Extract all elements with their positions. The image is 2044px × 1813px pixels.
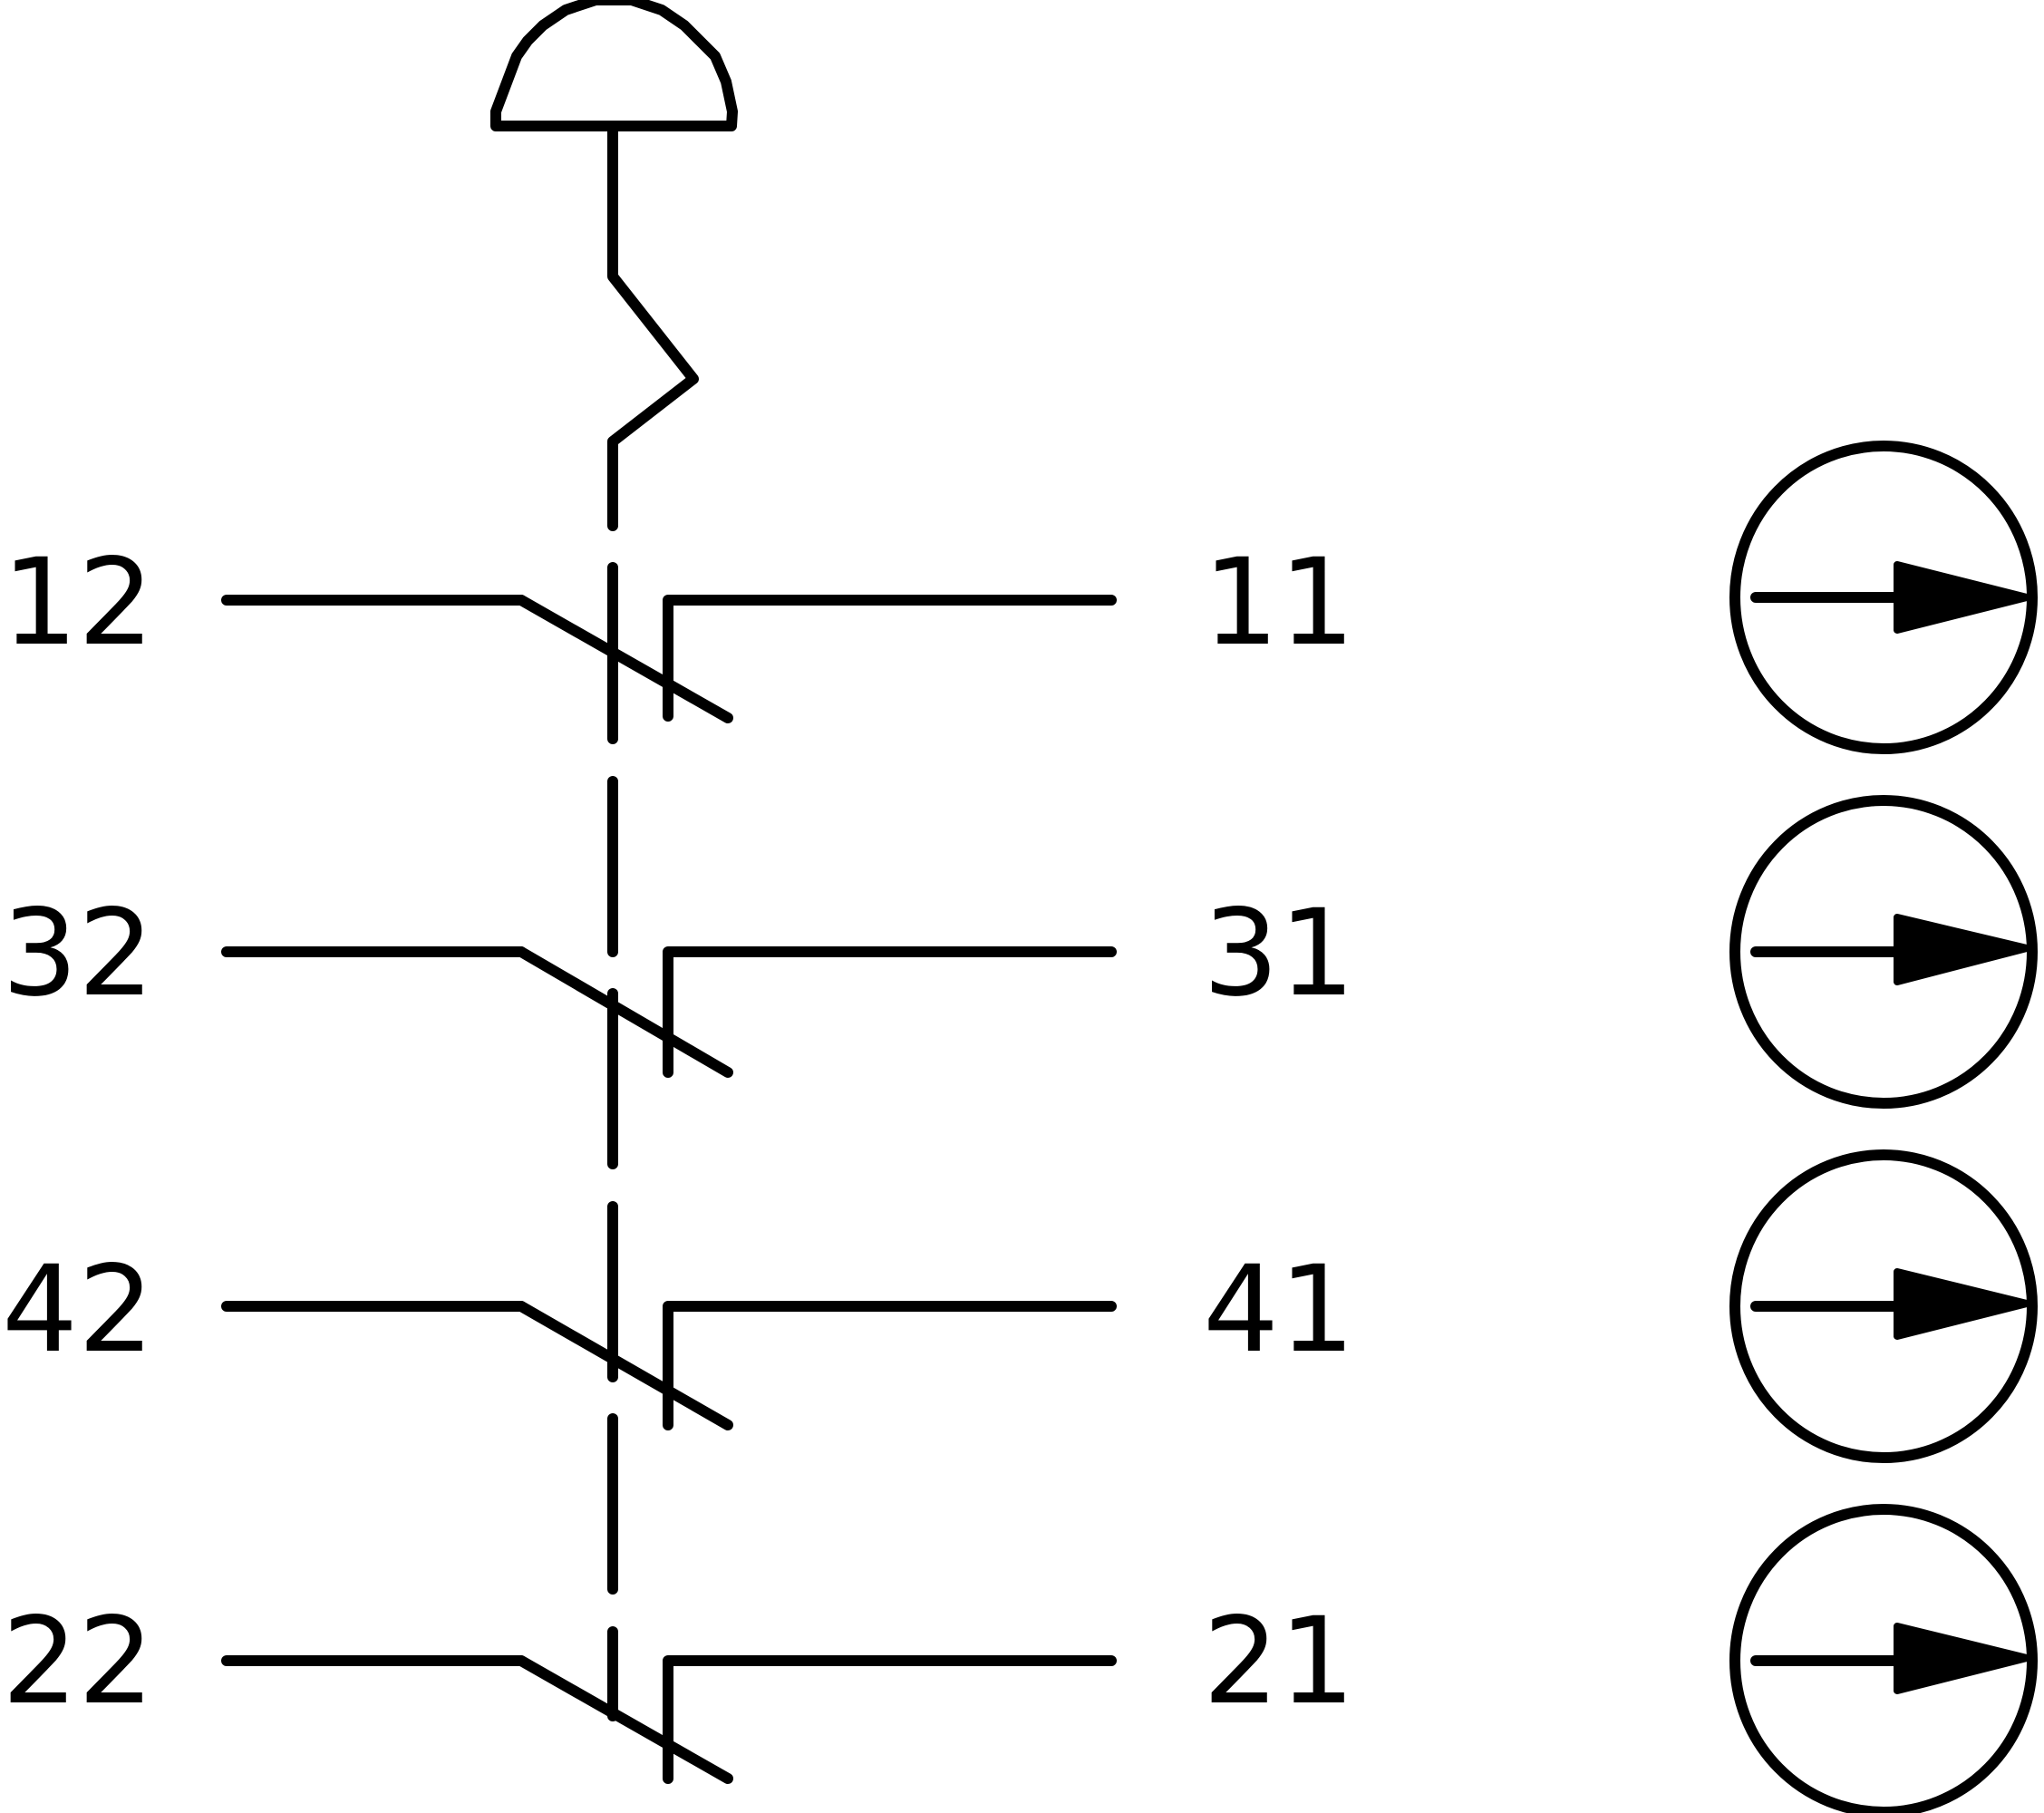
right-wire <box>663 1301 1117 1430</box>
right-wire <box>663 1655 1117 1784</box>
actuator-plunger <box>607 121 699 531</box>
right-wire <box>663 946 1117 1078</box>
position-indicator-arrow-icon <box>1729 795 2038 1109</box>
contact-blade <box>516 595 733 723</box>
contact-blade <box>516 1301 733 1430</box>
terminal-label-right: 41 <box>1203 1240 1355 1380</box>
contact-row: 32 31 <box>2 795 2038 1109</box>
position-indicator-arrow-icon <box>1729 1149 2038 1463</box>
terminal-label-left: 32 <box>2 884 154 1023</box>
right-wire <box>663 595 1117 722</box>
terminal-label-right: 11 <box>1203 533 1355 673</box>
contact-row: 42 41 <box>2 1149 2038 1463</box>
mushroom-head-pushbutton-icon <box>490 0 738 131</box>
terminal-label-right: 21 <box>1203 1592 1355 1731</box>
position-indicator-arrow-icon <box>1729 441 2038 754</box>
contact-blade <box>516 946 733 1078</box>
terminal-label-right: 31 <box>1203 884 1355 1023</box>
contact-blade <box>516 1655 733 1784</box>
contact-row: 12 11 <box>2 441 2038 754</box>
position-indicator-arrow-icon <box>1729 1504 2038 1813</box>
terminal-label-left: 22 <box>2 1592 154 1731</box>
terminal-label-left: 12 <box>2 533 154 673</box>
contact-row: 22 21 <box>2 1504 2038 1813</box>
terminal-label-left: 42 <box>2 1240 154 1380</box>
